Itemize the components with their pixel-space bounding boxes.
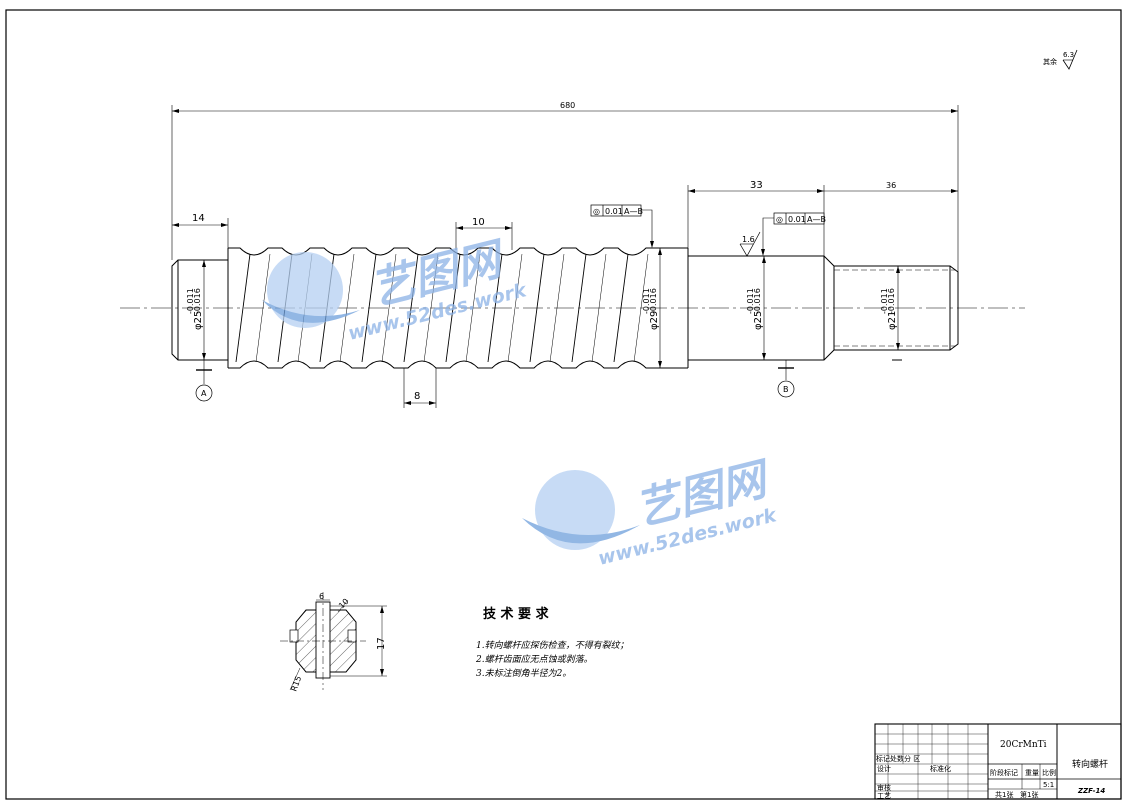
- dim-section-angle: R15: [289, 675, 303, 693]
- title-process: 工艺: [877, 792, 891, 800]
- watermark-2: 艺图网 www.52des.work: [522, 453, 780, 570]
- thread-bottom-profile: [228, 360, 688, 369]
- dim-thread-pitch: 10: [472, 217, 485, 228]
- surface-note-value: 6.3: [1063, 51, 1074, 59]
- dim-d-thread: φ29: [649, 311, 660, 330]
- title-mark-row: 标记处数分 区: [876, 754, 920, 763]
- diameter-left: φ25 -0.011 -0.016: [186, 288, 204, 330]
- roughness-mid-value: 1.6: [742, 235, 755, 244]
- dim-left-journal: 14: [192, 213, 205, 224]
- watermark-globe-icon: [267, 252, 343, 328]
- surface-note-label: 其余: [1043, 57, 1057, 66]
- tech-req-title: 技 术 要 求: [483, 606, 550, 622]
- title-review: 审核: [877, 783, 891, 792]
- dim-right-length: 36: [886, 181, 896, 190]
- technical-requirements: 技 术 要 求 1.转向螺杆应探伤检查，不得有裂纹； 2.螺杆齿面应无点蚀或剥落…: [475, 606, 629, 679]
- dim-d-right-upper: -0.011: [880, 288, 889, 314]
- dim-section-width: 6: [319, 592, 324, 601]
- dim-d-mid-lower: -0.016: [753, 288, 762, 314]
- dim-d-thread-lower: -0.016: [649, 288, 658, 314]
- watermark-globe-icon: [535, 470, 615, 550]
- title-sheets-total: 共1张: [995, 790, 1013, 799]
- tech-req-item-1: 1.转向螺杆应探伤检查，不得有裂纹；: [476, 640, 629, 651]
- dim-d-right-lower: -0.016: [887, 288, 896, 314]
- spline-hidden-lines: [834, 269, 956, 347]
- concentricity-icon: ◎: [593, 207, 600, 216]
- dim-groove-width: 8: [414, 391, 420, 402]
- dim-overall-length: 680: [560, 101, 575, 110]
- title-drawing-no: ZZF-14: [1077, 787, 1105, 795]
- title-scale-label: 比例: [1042, 768, 1056, 777]
- datum-b-label: B: [783, 385, 789, 394]
- title-sheet-no: 第1张: [1020, 790, 1038, 799]
- dimension-arrows: [172, 109, 958, 405]
- dim-d-mid-upper: -0.011: [746, 288, 755, 314]
- tolerance-1-datum: A—B: [624, 207, 643, 216]
- title-stage-label: 阶段标记: [990, 768, 1018, 777]
- dim-d-left-lower: -0.016: [193, 288, 202, 314]
- dim-mid-length: 33: [750, 180, 763, 191]
- roughness-mid-icon: [739, 231, 761, 257]
- title-block: [874, 723, 1122, 800]
- dim-section-chamfer: 10: [337, 597, 351, 611]
- title-part-name: 转向螺杆: [1072, 758, 1108, 770]
- tech-req-item-3: 3.未标注倒角半径为2。: [476, 668, 571, 679]
- spline-section-view: 6 17 10 R15: [280, 592, 387, 693]
- tolerance-frame-2: ◎ 0.01 A—B: [761, 212, 826, 256]
- dim-d-right: φ21: [887, 311, 898, 330]
- middle-journal: [688, 255, 835, 361]
- dim-section-height: 17: [376, 637, 387, 650]
- title-scale: 5:1: [1043, 781, 1054, 789]
- datum-b: B: [777, 360, 795, 398]
- title-standardize: 标准化: [930, 764, 951, 773]
- dim-d-left-upper: -0.011: [186, 288, 195, 314]
- tech-req-item-2: 2.螺杆齿面应无点蚀或剥落。: [475, 654, 593, 665]
- dim-d-left: φ25: [193, 311, 204, 330]
- datum-a-label: A: [201, 389, 207, 398]
- dim-d-thread-upper: -0.011: [642, 288, 651, 314]
- title-material: 20CrMnTi: [1000, 740, 1047, 750]
- roughness-mid: 1.6: [739, 231, 761, 257]
- tolerance-frame-1: ◎ 0.01 A—B: [590, 204, 654, 248]
- right-spline-end: [834, 265, 959, 351]
- diameter-mid: φ25 -0.011 -0.016: [746, 288, 764, 330]
- diameter-thread: φ29 -0.011 -0.016: [642, 288, 660, 330]
- tolerance-2-datum: A—B: [807, 215, 826, 224]
- tolerance-1-value: 0.01: [605, 207, 623, 216]
- dim-d-mid: φ25: [753, 311, 764, 330]
- title-weight-label: 重量: [1025, 769, 1039, 777]
- drawing-border: [5, 9, 1122, 800]
- tolerance-2-value: 0.01: [788, 215, 806, 224]
- concentricity-icon: ◎: [776, 215, 783, 224]
- title-design: 设计: [877, 764, 891, 773]
- diameter-right: φ21 -0.011 -0.016: [880, 288, 898, 330]
- surface-roughness-note: 其余 6.3: [1043, 49, 1078, 70]
- roughness-icon: [1062, 49, 1078, 70]
- datum-a: A: [195, 360, 213, 402]
